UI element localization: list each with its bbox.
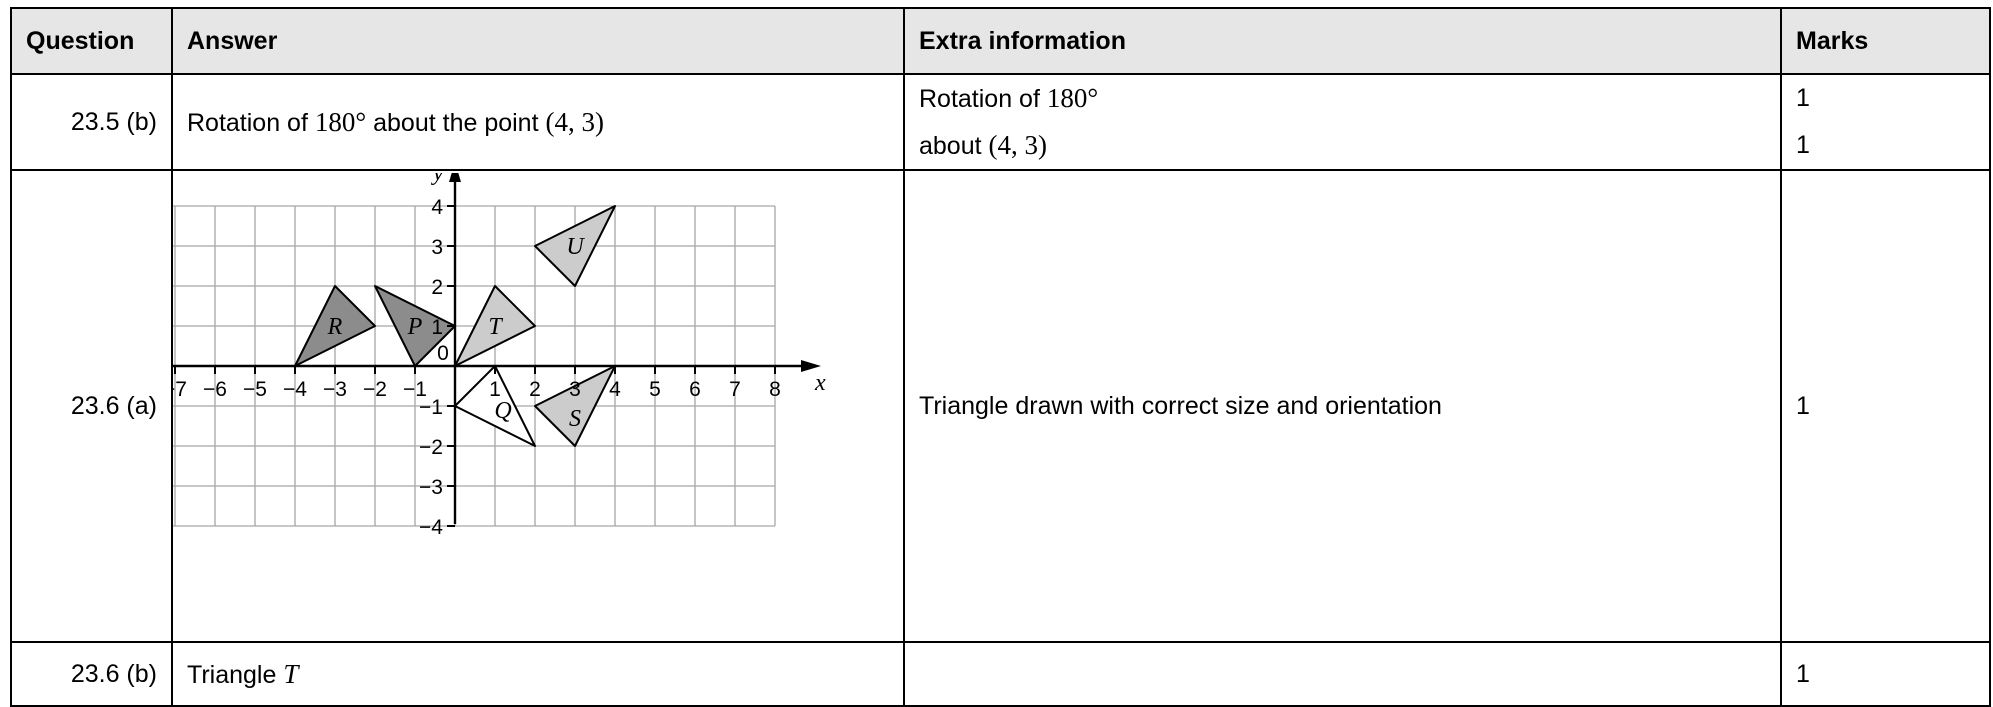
- question-header: Question: [10, 7, 173, 75]
- extra-math: 180°: [1046, 83, 1099, 113]
- y-tick-label: 3: [431, 236, 443, 259]
- extra-info-cell: [903, 641, 1782, 707]
- x-tick-label: 1: [489, 378, 501, 401]
- triangle-label: T: [488, 314, 503, 340]
- extra-text: Rotation of: [919, 85, 1047, 113]
- triangle-label: R: [327, 314, 343, 340]
- x-axis-label: x: [814, 370, 826, 396]
- triangle-q: [454, 365, 536, 447]
- triangle-label: U: [566, 234, 585, 260]
- answer-text: Triangle: [187, 660, 284, 689]
- answer-point: (4, 3): [545, 106, 604, 137]
- x-tick-label: −3: [323, 378, 347, 401]
- answer-text: about the point: [366, 108, 546, 137]
- y-axis-label: y: [431, 173, 444, 186]
- x-tick-label: −6: [203, 378, 227, 401]
- x-tick-label: −4: [283, 378, 307, 401]
- marks-header: Marks: [1780, 7, 1991, 75]
- x-tick-label: −5: [243, 378, 267, 401]
- table-row: 23.5 (b) Rotation of 180° about the poin…: [10, 73, 1991, 171]
- x-tick-label: 8: [769, 378, 781, 401]
- question-cell: 23.5 (b): [10, 73, 173, 171]
- y-tick-label: 1: [431, 316, 443, 339]
- marks-cell: 1: [1780, 169, 1991, 643]
- answer-text: Rotation of: [187, 108, 315, 137]
- answer-math: T: [283, 658, 299, 689]
- x-tick-label: 6: [689, 378, 701, 401]
- triangle-label: Q: [494, 398, 511, 424]
- x-tick-label: 7: [729, 378, 741, 401]
- extra-line: Rotation of 180°: [919, 75, 1780, 122]
- y-tick-label: 2: [431, 276, 443, 299]
- table-row: 23.6 (b) Triangle T 1: [10, 641, 1991, 707]
- extra-info-cell: Triangle drawn with correct size and ori…: [903, 169, 1782, 643]
- x-tick-label: 0: [437, 342, 449, 365]
- triangle-s: [534, 365, 616, 447]
- mark-scheme-table: Question Answer Extra information Marks …: [10, 7, 1991, 707]
- y-axis-arrow-icon: [449, 173, 461, 182]
- table-row: 23.6 (a) −8−7−6−5−4−3−2−10123456781234−1…: [10, 169, 1991, 643]
- triangle-r: [294, 285, 376, 367]
- header-row: Question Answer Extra information Marks: [10, 7, 1991, 75]
- x-tick-label: 4: [609, 378, 621, 401]
- extra-math: (4, 3): [988, 130, 1047, 160]
- x-tick-label: 5: [649, 378, 661, 401]
- answer-cell: Triangle T: [171, 641, 905, 707]
- triangle-p: [374, 285, 456, 367]
- question-cell: 23.6 (a): [10, 169, 173, 643]
- question-cell: 23.6 (b): [10, 641, 173, 707]
- x-tick-label: −2: [363, 378, 387, 401]
- answer-header: Answer: [171, 7, 905, 75]
- mark-value: 1: [1796, 131, 1810, 159]
- triangle-label: S: [569, 406, 581, 432]
- answer-cell: Rotation of 180° about the point (4, 3): [171, 73, 905, 171]
- coordinate-grid-diagram: −8−7−6−5−4−3−2−10123456781234−1−2−3−4xyR…: [173, 173, 826, 539]
- x-tick-label: −7: [173, 378, 187, 401]
- y-tick-label: −1: [419, 396, 443, 419]
- x-axis-arrow-icon: [801, 360, 821, 372]
- y-tick-label: −4: [419, 516, 443, 539]
- y-tick-label: −2: [419, 436, 443, 459]
- triangle-u: [534, 205, 616, 287]
- x-tick-label: −1: [403, 378, 427, 401]
- extra-line: about (4, 3): [919, 122, 1780, 169]
- y-tick-label: 4: [431, 196, 443, 219]
- x-tick-label: 3: [569, 378, 581, 401]
- y-tick-label: −3: [419, 476, 443, 499]
- x-tick-label: 2: [529, 378, 541, 401]
- triangle-t: [454, 285, 536, 367]
- extra-info-cell: Rotation of 180° about (4, 3): [903, 73, 1782, 171]
- answer-angle: 180°: [314, 106, 367, 137]
- extra-text: about: [919, 132, 989, 160]
- mark-value: 1: [1796, 84, 1810, 112]
- marks-cell: 1: [1780, 641, 1991, 707]
- triangle-label: P: [407, 314, 423, 340]
- extra-info-header: Extra information: [903, 7, 1782, 75]
- marks-cell: 1 1: [1780, 73, 1991, 171]
- answer-cell: −8−7−6−5−4−3−2−10123456781234−1−2−3−4xyR…: [171, 169, 905, 643]
